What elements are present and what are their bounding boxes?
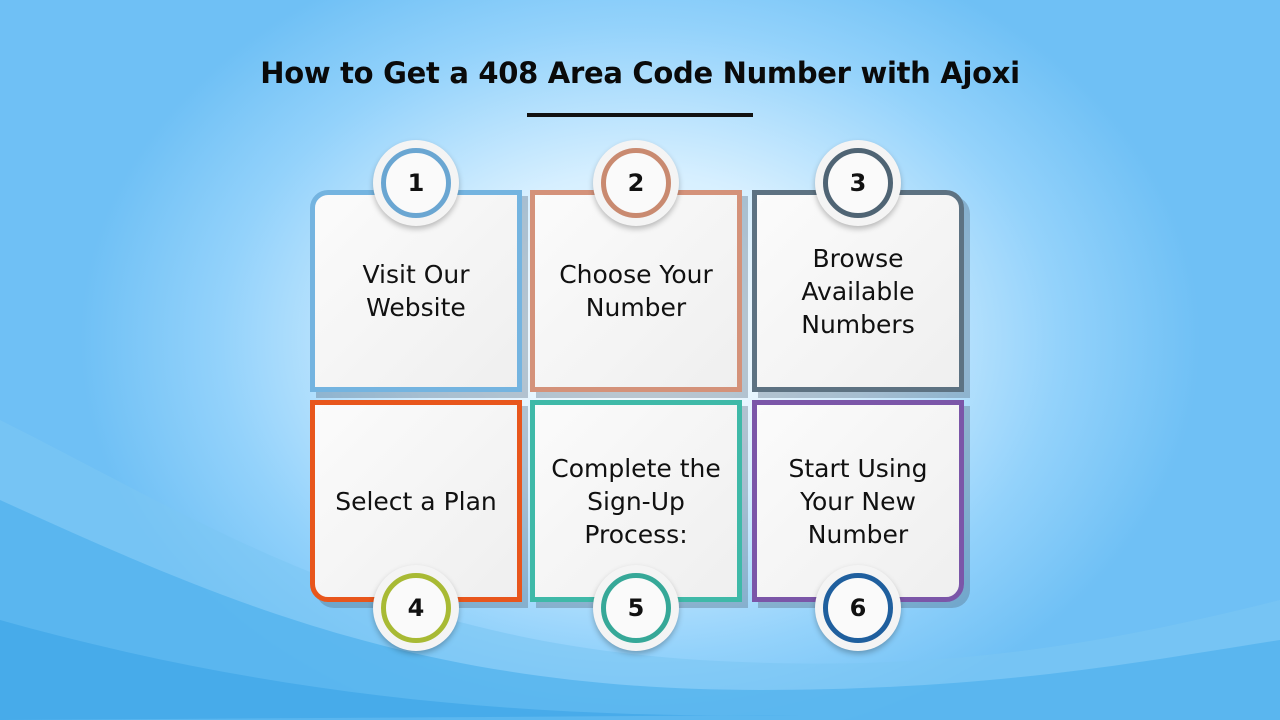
step-number: 1: [381, 148, 451, 218]
step-number-badge: 4: [373, 565, 459, 651]
step-label: Visit Our Website: [362, 260, 470, 322]
step-number-badge: 6: [815, 565, 901, 651]
step-label: Choose Your Number: [559, 260, 713, 322]
step-label: Start Using Your New Number: [788, 453, 928, 549]
step-card-5: Complete the Sign-Up Process:: [530, 400, 742, 602]
step-number: 5: [601, 573, 671, 643]
step-number-badge: 5: [593, 565, 679, 651]
step-label: Complete the Sign-Up Process:: [551, 453, 721, 549]
page-title: How to Get a 408 Area Code Number with A…: [260, 56, 1020, 90]
step-number: 4: [381, 573, 451, 643]
step-number: 2: [601, 148, 671, 218]
step-label: Select a Plan: [335, 486, 497, 516]
step-number: 3: [823, 148, 893, 218]
step-label: Browse Available Numbers: [801, 243, 915, 339]
step-number-badge: 2: [593, 140, 679, 226]
step-number-badge: 3: [815, 140, 901, 226]
step-number: 6: [823, 573, 893, 643]
step-number-badge: 1: [373, 140, 459, 226]
title-underline: [527, 113, 753, 117]
